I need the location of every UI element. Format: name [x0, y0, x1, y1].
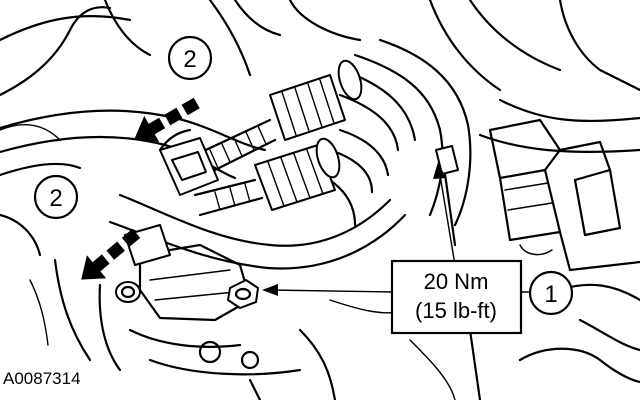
figure-id: A0087314	[3, 369, 81, 388]
callout-2-lower: 2	[33, 174, 79, 220]
torque-nm: 20 Nm	[424, 269, 489, 294]
callout-number: 2	[183, 46, 196, 73]
torque-lbft: (15 lb-ft)	[415, 298, 497, 323]
dashed-direction-arrow-icon-lower	[81, 228, 141, 280]
torque-spec-box: 20 Nm (15 lb-ft)	[390, 259, 523, 335]
callout-2-upper: 2	[167, 35, 213, 81]
right-bracket	[435, 145, 459, 247]
dashed-direction-arrow-icon-upper	[134, 97, 200, 142]
callout-1: 1	[528, 270, 574, 316]
bracket-leader-arrow-icon	[433, 162, 456, 266]
connectors	[115, 59, 363, 303]
callout-number: 2	[49, 185, 62, 212]
callout-number: 1	[544, 281, 557, 308]
leader-arrow-icon	[262, 284, 393, 296]
bolt-icon	[227, 279, 259, 309]
hoses	[0, 38, 472, 270]
